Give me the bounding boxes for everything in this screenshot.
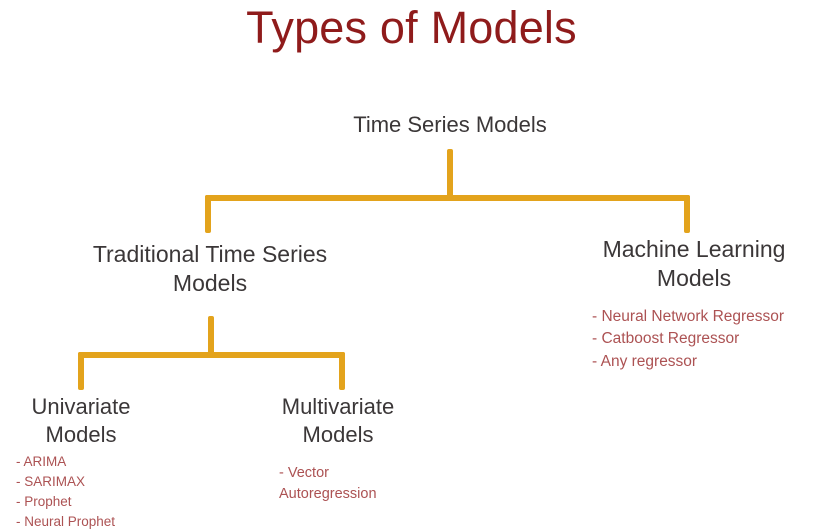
page-title: Types of Models xyxy=(246,2,577,53)
connector-level2-horizontal-bar xyxy=(78,352,345,358)
list-multivariate-models: - Vector Autoregression xyxy=(279,465,377,502)
list-machine-learning-models: - Neural Network Regressor - Catboost Re… xyxy=(592,308,785,370)
connector-level1-horizontal-bar xyxy=(205,195,690,201)
node-univariate-models: Univariate Models xyxy=(31,394,131,448)
connector-level1-right-drop xyxy=(684,195,690,233)
connector-level2-right-drop xyxy=(339,352,345,390)
connector-level1-left-drop xyxy=(205,195,211,233)
node-traditional-time-series-models: Traditional Time Series Models xyxy=(92,241,328,297)
node-multivariate-models: Multivariate Models xyxy=(281,394,395,448)
connector-traditional-stem xyxy=(208,316,214,357)
node-time-series-models: Time Series Models xyxy=(353,112,547,137)
connector-root-stem xyxy=(447,149,453,199)
list-univariate-models: - ARIMA - SARIMAX - Prophet - Neural Pro… xyxy=(16,454,116,529)
node-machine-learning-models: Machine Learning Models xyxy=(602,236,786,292)
connector-level2-left-drop xyxy=(78,352,84,390)
